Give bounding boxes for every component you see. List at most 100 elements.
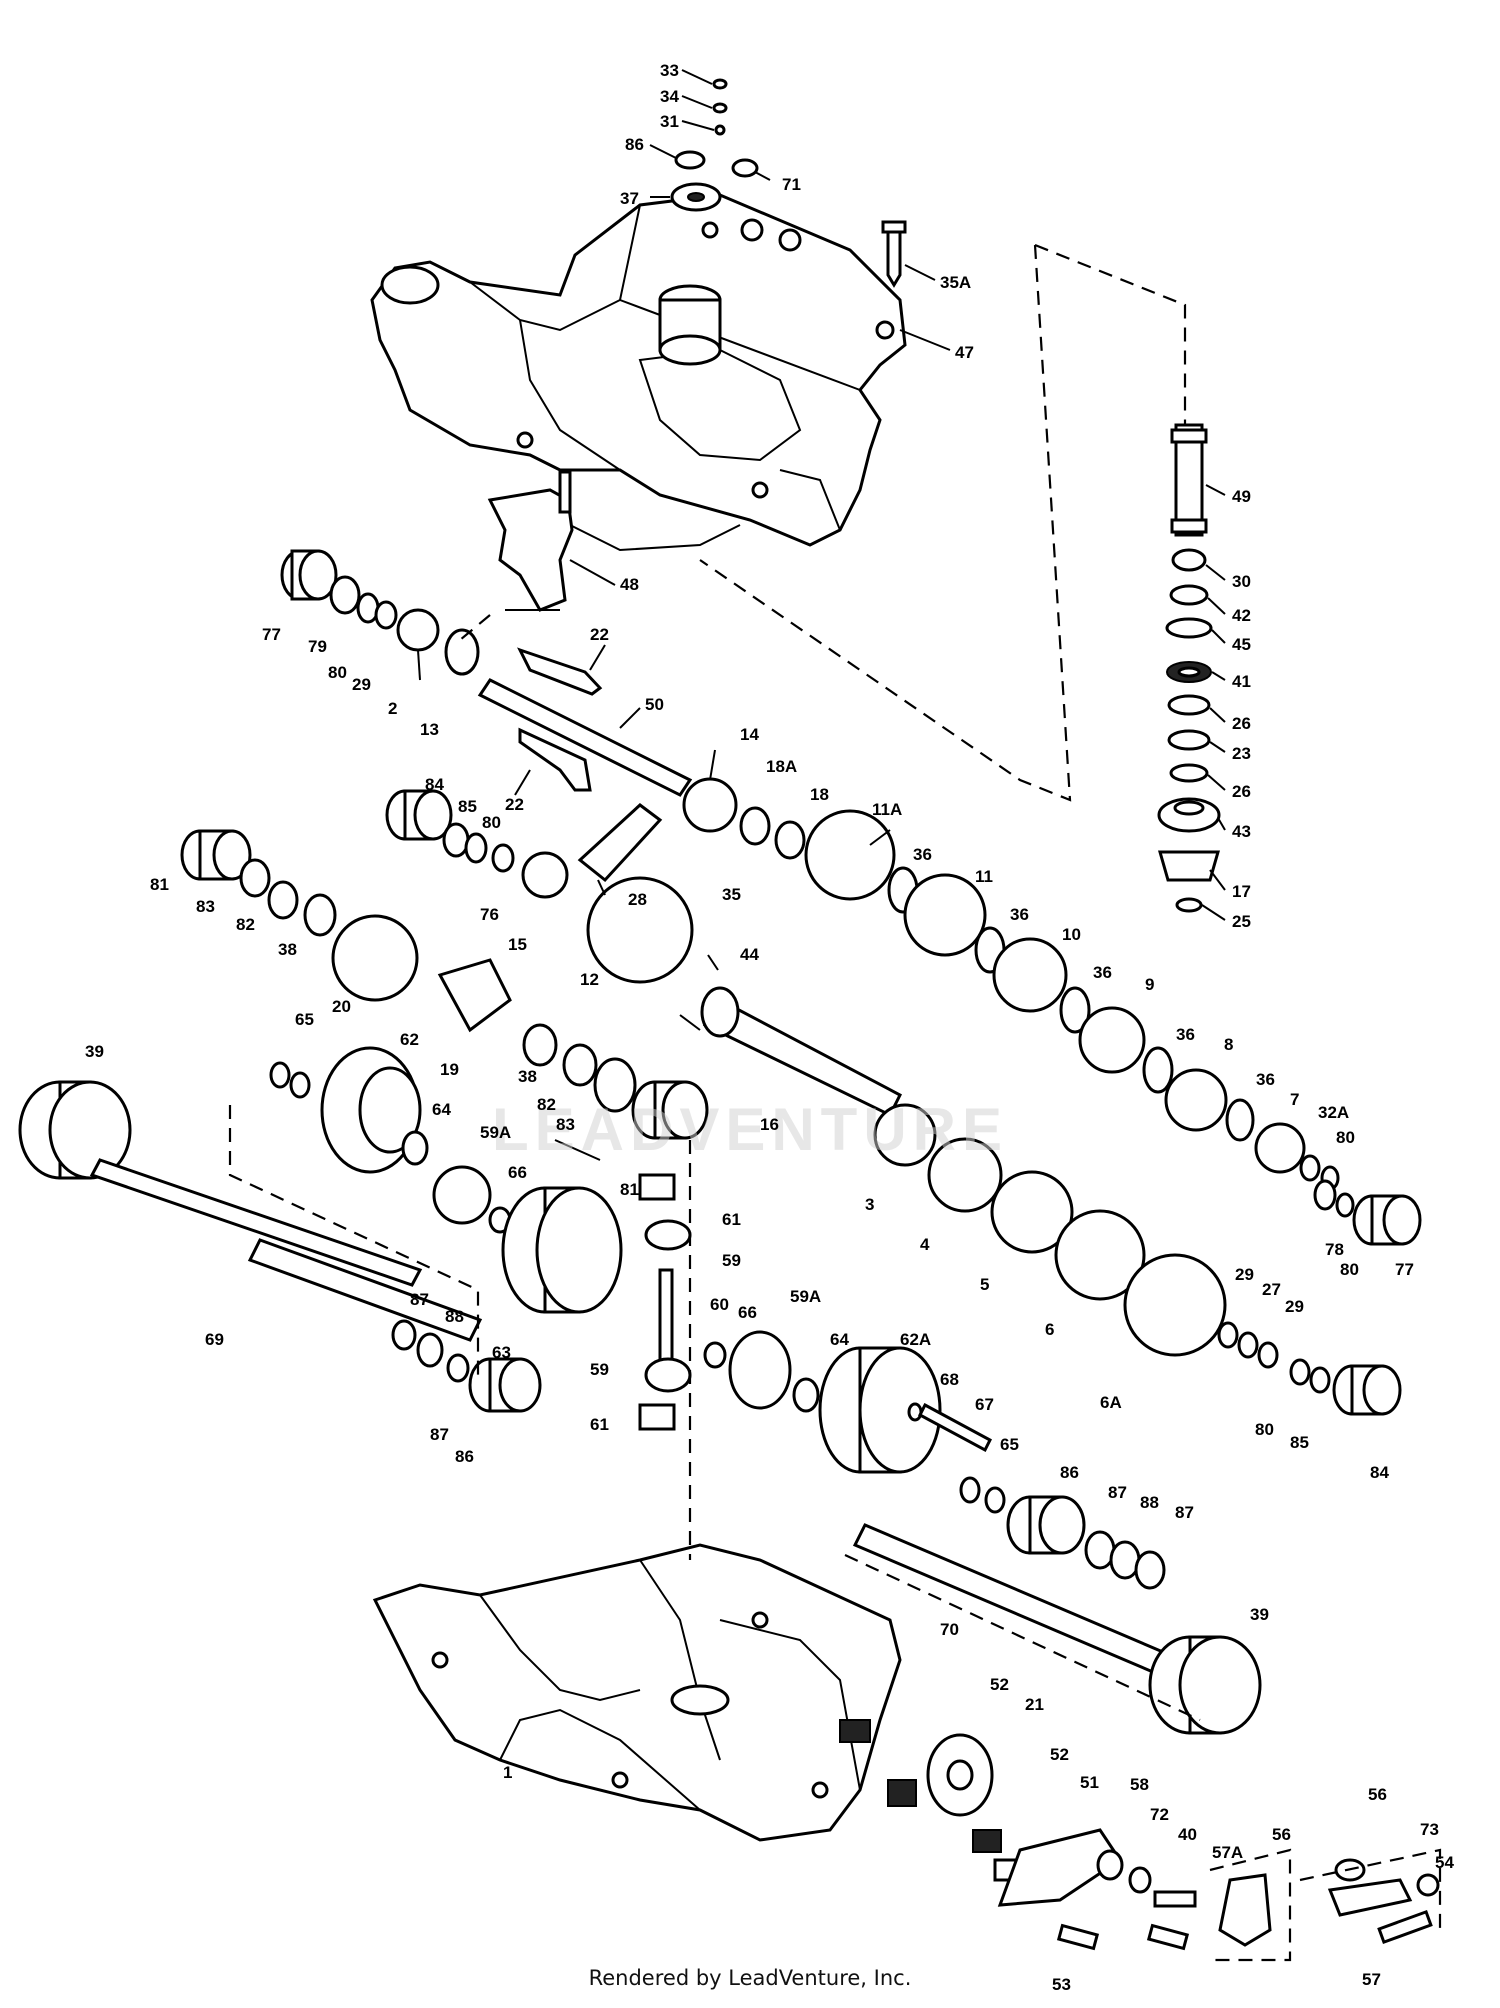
callout-18A: 18A — [766, 757, 797, 776]
callout-27: 27 — [1262, 1280, 1281, 1299]
callout-21: 21 — [1025, 1695, 1044, 1714]
callout-10: 10 — [1062, 925, 1081, 944]
upper-housing-part — [370, 193, 907, 552]
callout-22b: 22 — [505, 795, 524, 814]
callout-81b: 81 — [620, 1180, 639, 1199]
callout-66b: 66 — [738, 1303, 757, 1322]
callout-60: 60 — [710, 1295, 729, 1314]
callout-4: 4 — [920, 1235, 930, 1254]
callout-36b: 36 — [1010, 905, 1029, 924]
callout-17: 17 — [1232, 882, 1251, 901]
callout-85b: 85 — [1290, 1433, 1309, 1452]
callout-6A: 6A — [1100, 1393, 1122, 1412]
output-shaft-part — [522, 986, 902, 1140]
callout-43: 43 — [1232, 822, 1251, 841]
callout-28: 28 — [628, 890, 647, 909]
callout-59b: 59 — [590, 1360, 609, 1379]
callout-6: 6 — [1045, 1320, 1054, 1339]
callout-16: 16 — [760, 1115, 779, 1134]
callout-22a: 22 — [590, 625, 609, 644]
callout-56b: 56 — [1368, 1785, 1387, 1804]
callout-87d: 87 — [1175, 1503, 1194, 1522]
callout-31: 31 — [660, 112, 679, 131]
top-fittings — [670, 78, 907, 288]
callout-77b: 77 — [1395, 1260, 1414, 1279]
callout-72: 72 — [1150, 1805, 1169, 1824]
lower-gear-row — [873, 1103, 1422, 1416]
callout-18: 18 — [810, 785, 829, 804]
callout-87b: 87 — [430, 1425, 449, 1444]
callout-87a: 87 — [410, 1290, 429, 1309]
callout-44: 44 — [740, 945, 759, 964]
callout-32A: 32A — [1318, 1103, 1349, 1122]
callout-1: 1 — [503, 1763, 512, 1782]
callout-53: 53 — [1052, 1975, 1071, 1994]
shift-shaft-part — [477, 647, 693, 797]
callout-37: 37 — [620, 189, 639, 208]
callout-50: 50 — [645, 695, 664, 714]
callout-63: 63 — [492, 1343, 511, 1362]
callout-66a: 66 — [508, 1163, 527, 1182]
callout-70: 70 — [940, 1620, 959, 1639]
callout-59Ab: 59A — [790, 1287, 821, 1306]
callout-88b: 88 — [1140, 1493, 1159, 1512]
callout-84b: 84 — [1370, 1463, 1389, 1482]
callout-labels: 33 34 31 86 37 71 35A 47 49 30 42 45 41 … — [85, 61, 1454, 1994]
lower-housing-part — [372, 1543, 902, 1842]
callout-59Aa: 59A — [480, 1123, 511, 1142]
callout-52a: 52 — [990, 1675, 1009, 1694]
callout-64b: 64 — [830, 1330, 849, 1349]
callout-80b: 80 — [482, 813, 501, 832]
callout-29a: 29 — [352, 675, 371, 694]
callout-83a: 83 — [196, 897, 215, 916]
callout-71: 71 — [782, 175, 801, 194]
callout-35: 35 — [722, 885, 741, 904]
callout-78: 78 — [1325, 1240, 1344, 1259]
callout-38b: 38 — [518, 1067, 537, 1086]
callout-26a: 26 — [1232, 714, 1251, 733]
callout-51: 51 — [1080, 1773, 1099, 1792]
callout-48: 48 — [620, 575, 639, 594]
callout-39b: 39 — [1250, 1605, 1269, 1624]
callout-86: 86 — [625, 135, 644, 154]
callout-3: 3 — [865, 1195, 874, 1214]
callout-86b: 86 — [455, 1447, 474, 1466]
right-axle-group — [852, 1495, 1262, 1735]
callout-88a: 88 — [445, 1307, 464, 1326]
callout-69: 69 — [205, 1330, 224, 1349]
callout-41: 41 — [1232, 672, 1251, 691]
callout-82a: 82 — [236, 915, 255, 934]
callout-56a: 56 — [1272, 1825, 1291, 1844]
callout-84a: 84 — [425, 775, 444, 794]
callout-33: 33 — [660, 61, 679, 80]
callout-58: 58 — [1130, 1775, 1149, 1794]
callout-68: 68 — [940, 1370, 959, 1389]
footer-credit: Rendered by LeadVenture, Inc. — [588, 1966, 912, 1990]
callout-79: 79 — [308, 637, 327, 656]
callout-61a: 61 — [722, 1210, 741, 1229]
callout-36d: 36 — [1176, 1025, 1195, 1044]
callout-49: 49 — [1232, 487, 1251, 506]
callout-29c: 29 — [1285, 1297, 1304, 1316]
callout-30: 30 — [1232, 572, 1251, 591]
callout-36c: 36 — [1093, 963, 1112, 982]
callout-73: 73 — [1420, 1820, 1439, 1839]
callout-65a: 65 — [295, 1010, 314, 1029]
callout-86c: 86 — [1060, 1463, 1079, 1482]
callout-20: 20 — [332, 997, 351, 1016]
upper-left-bearings — [280, 549, 480, 676]
callout-39a: 39 — [85, 1042, 104, 1061]
callout-77a: 77 — [262, 625, 281, 644]
callout-76: 76 — [480, 905, 499, 924]
watermark-text: LEADVENTURE — [492, 1096, 1008, 1163]
callout-80e: 80 — [1255, 1420, 1274, 1439]
callout-36a: 36 — [913, 845, 932, 864]
callout-80c: 80 — [1336, 1128, 1355, 1147]
callout-81a: 81 — [150, 875, 169, 894]
callout-80a: 80 — [328, 663, 347, 682]
callout-80d: 80 — [1340, 1260, 1359, 1279]
shift-fork-part — [487, 470, 574, 612]
callout-57: 57 — [1362, 1970, 1381, 1989]
input-shaft-stack — [1157, 423, 1221, 913]
